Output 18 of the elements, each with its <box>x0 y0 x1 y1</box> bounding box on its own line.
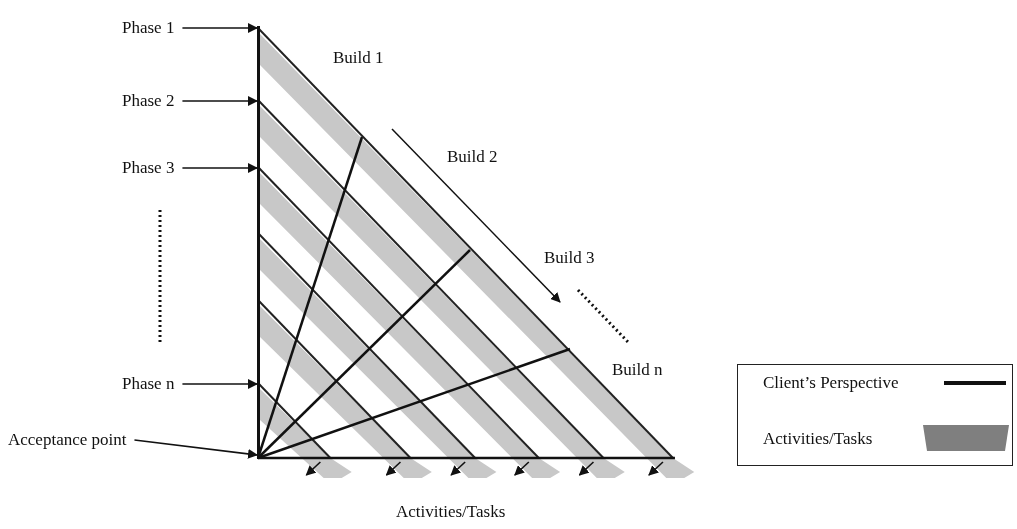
phase-label: Phase 3 <box>122 158 175 178</box>
legend-label: Activities/Tasks <box>763 429 873 449</box>
axis-label: Activities/Tasks <box>396 502 506 522</box>
legend-label: Client’s Perspective <box>763 373 899 393</box>
arrow <box>133 439 258 459</box>
phase-label: Phase 2 <box>122 91 175 111</box>
arrow <box>181 23 258 33</box>
build-label: Build 3 <box>544 248 595 268</box>
build-label: Build n <box>612 360 663 380</box>
phase-label: Phase n <box>122 374 175 394</box>
phase-label: Phase 1 <box>122 18 175 38</box>
build-label: Build 1 <box>333 48 384 68</box>
arrow <box>181 96 258 106</box>
build-label: Build 2 <box>447 147 498 167</box>
phase-label: Acceptance point <box>8 430 127 450</box>
arrow <box>181 163 258 173</box>
arrow <box>181 379 258 389</box>
vertical-axis <box>257 26 260 459</box>
